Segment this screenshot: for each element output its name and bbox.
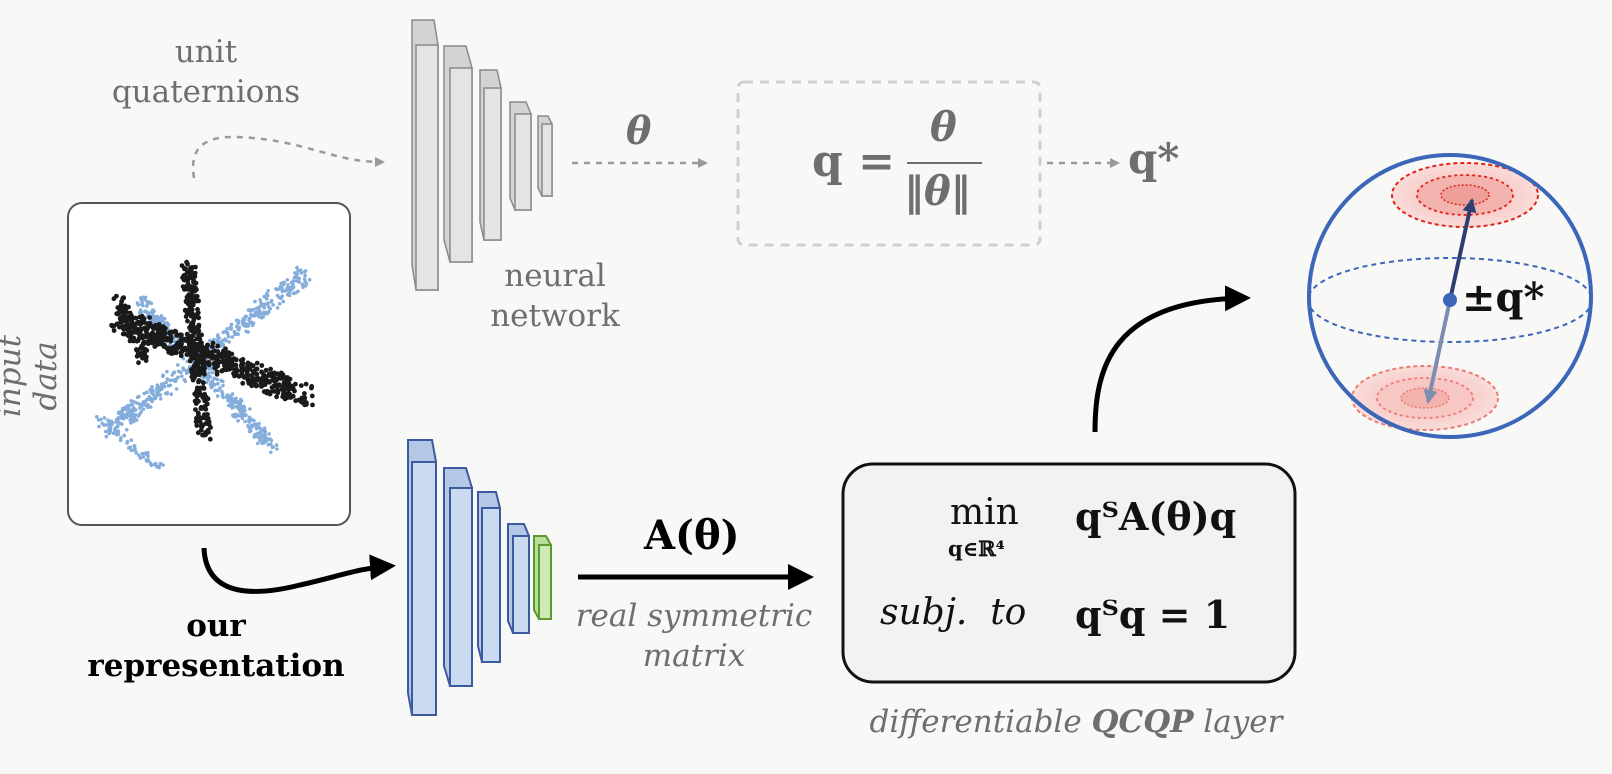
normalization-box xyxy=(736,80,1042,247)
sphere-arrow xyxy=(1092,285,1251,433)
neural-network-line2: network xyxy=(490,298,620,334)
our-representation-line2: representation xyxy=(87,648,345,684)
top-dashed-curve-arrow xyxy=(191,135,385,179)
formula-numerator: θ xyxy=(930,104,957,151)
qcqp-layer-caption: differentiable QCQP layer xyxy=(866,704,1286,740)
qcqp-constraint: qᵀq = 1 xyxy=(1075,592,1231,637)
qcqp-min-subscript: q∈ℝ⁴ xyxy=(948,536,1005,561)
neural-network-label: neural network xyxy=(470,256,640,336)
bottom-curve-arrow xyxy=(201,547,396,594)
quaternion-sphere-icon xyxy=(1307,153,1593,439)
qcqp-caption-bold: QCQP xyxy=(1091,704,1194,740)
matrix-label: A(θ) xyxy=(644,512,740,559)
top-output-q-star: q* xyxy=(1128,134,1180,183)
our-representation-label: our representation xyxy=(86,606,346,686)
input-data-label: input data xyxy=(0,334,64,418)
our-representation-line1: our xyxy=(186,608,246,644)
qcqp-objective: qᵀA(θ)q xyxy=(1075,494,1237,539)
matrix-caption-line2: matrix xyxy=(642,638,746,674)
point-cloud-black xyxy=(109,259,315,442)
formula-denominator: ‖θ‖ xyxy=(904,168,971,215)
green-output-layer-icon xyxy=(533,535,552,620)
theta-label: θ xyxy=(626,108,652,153)
qcqp-box xyxy=(841,462,1297,684)
unit-quaternions-label: unit quaternions xyxy=(96,32,316,112)
sphere-label: ±q* xyxy=(1462,274,1545,321)
unit-quaternions-line1: unit xyxy=(174,34,238,70)
qcqp-caption-post: layer xyxy=(1193,704,1283,740)
matrix-caption: real symmetric matrix xyxy=(574,596,814,676)
blue-neural-network-icon xyxy=(407,439,530,716)
formula-lhs: q = xyxy=(812,136,895,187)
unit-quaternions-line2: quaternions xyxy=(111,74,301,110)
gray-neural-network-icon xyxy=(411,19,553,291)
qcqp-caption-pre: differentiable xyxy=(869,704,1092,740)
qcqp-subj-to: subj. to xyxy=(880,592,1027,633)
matrix-caption-line1: real symmetric xyxy=(575,598,813,634)
qcqp-min: min xyxy=(950,492,1019,533)
neural-network-line1: neural xyxy=(504,258,606,294)
